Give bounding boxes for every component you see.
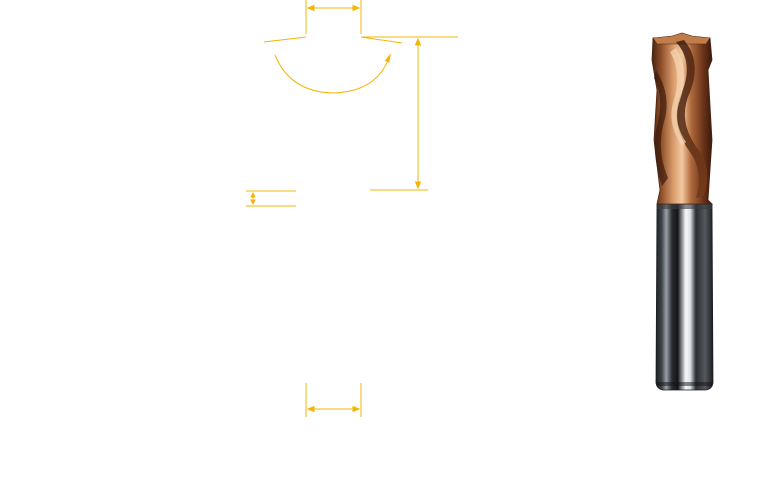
point-angle-arc xyxy=(274,54,391,94)
tool-flute-groove-2 xyxy=(654,70,668,186)
shank-width-arrowhead-right xyxy=(352,405,361,413)
flute-length-arrowhead-top xyxy=(414,37,422,46)
step-arrowhead-bottom xyxy=(250,199,256,206)
tool-tip xyxy=(652,32,711,45)
tool-shank-bottom-chamfer xyxy=(657,382,712,386)
tool-coating-highlight xyxy=(670,48,686,146)
point-angle-arc-arrowhead xyxy=(384,53,391,63)
tool-shank-top-ring xyxy=(657,204,712,209)
tool-shank xyxy=(655,203,714,391)
shank-width-arrowhead-left xyxy=(306,405,315,413)
point-angle-line-right xyxy=(360,36,403,44)
top-width-arrowhead-left xyxy=(306,4,315,12)
top-width-arrowhead-right xyxy=(352,4,361,12)
flute-length-arrowhead-bottom xyxy=(414,181,422,190)
point-angle-line-left xyxy=(263,36,307,43)
tool-flute-groove-1 xyxy=(676,40,708,198)
step-arrowhead-top xyxy=(250,191,256,198)
